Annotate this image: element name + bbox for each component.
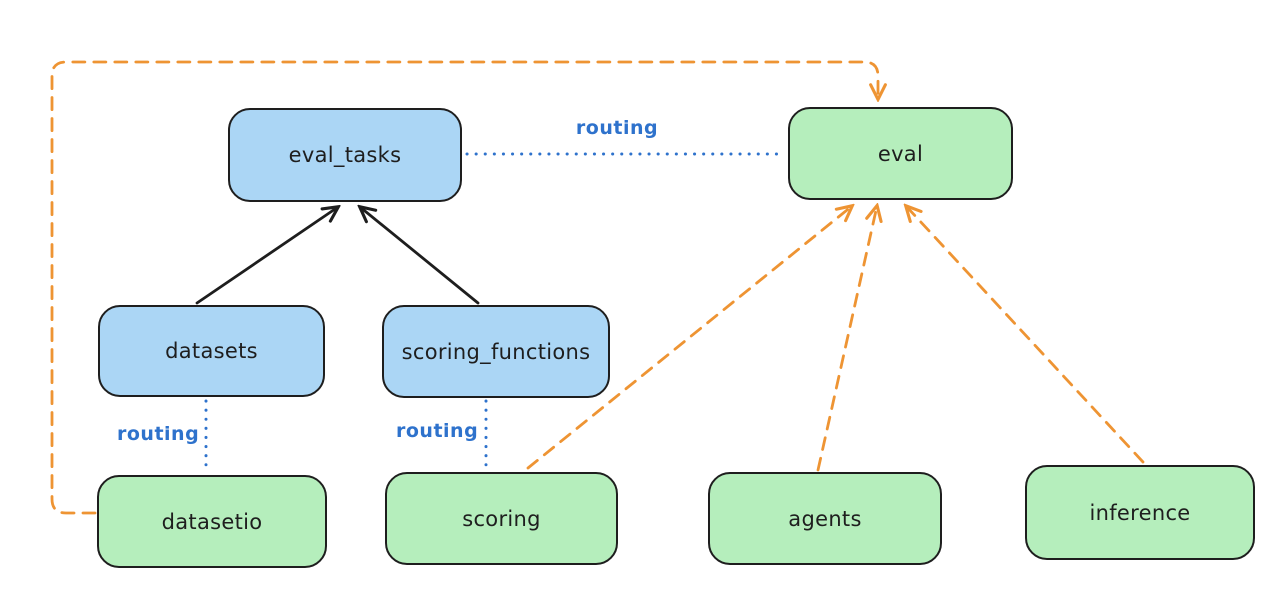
edge-scoring-to-eval (526, 206, 852, 470)
node-agents: agents (708, 472, 942, 565)
node-inference: inference (1025, 465, 1255, 560)
node-datasetio-label: datasetio (161, 509, 263, 534)
node-datasets: datasets (98, 305, 325, 397)
node-eval-label: eval (877, 141, 924, 166)
node-scoring-label: scoring (462, 506, 541, 531)
edge-datasetio-to-eval (50, 60, 878, 515)
edge-datasets-to-eval-tasks (195, 207, 338, 305)
node-eval: eval (788, 107, 1013, 200)
node-scoring: scoring (385, 472, 618, 565)
edge-scoring-functions-to-eval-tasks (360, 207, 480, 305)
routing-label-datasets-to-datasetio: routing (117, 423, 200, 445)
node-datasets-label: datasets (165, 339, 258, 363)
routing-label-eval-tasks-to-eval: routing (575, 117, 659, 139)
edge-inference-to-eval (906, 206, 1145, 464)
edge-agents-to-eval (816, 206, 877, 472)
node-scoring-functions-label: scoring_functions (401, 339, 591, 364)
node-agents-label: agents (788, 506, 862, 531)
node-inference-label: inference (1089, 500, 1191, 525)
node-eval-tasks: eval_tasks (228, 108, 462, 202)
node-eval-tasks-label: eval_tasks (288, 143, 402, 167)
routing-label-scoring-functions-to-scoring: routing (396, 420, 479, 442)
node-datasetio: datasetio (97, 475, 327, 568)
node-scoring-functions: scoring_functions (382, 305, 610, 398)
